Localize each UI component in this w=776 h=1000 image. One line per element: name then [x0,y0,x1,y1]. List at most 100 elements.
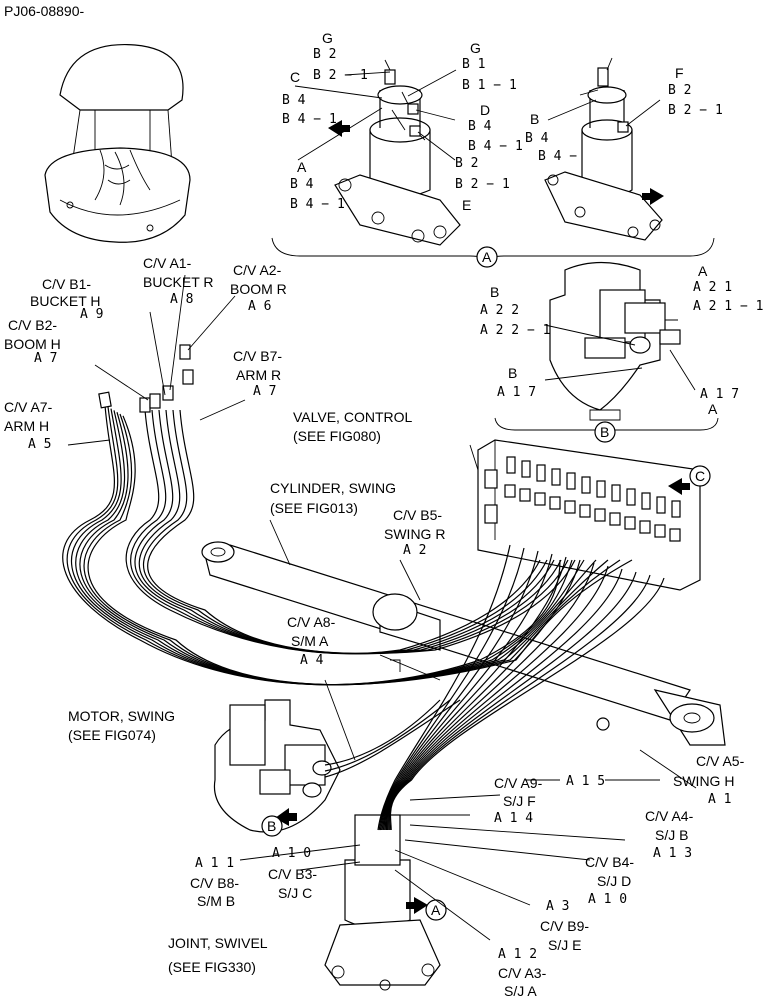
hose [379,550,539,831]
valve-port-fitting [564,500,576,514]
callout-cv-a1: C/V A1- BUCKET R A 8 [143,255,214,307]
swivel-joint [324,814,441,991]
label-b2-1-e: B 2 − 1 [455,177,510,192]
label-b4-1-d: B 4 − 1 [468,139,523,154]
label-a22: A 2 2 [480,303,519,318]
valve-spool-cap [611,484,621,502]
svg-text:CYLINDER, SWING: CYLINDER, SWING [270,480,396,496]
svg-text:C/V A9-: C/V A9- [494,775,543,791]
hose [130,409,548,655]
svg-text:S/J E: S/J E [548,937,581,953]
label-b4-1-c: B 4 − 1 [282,112,337,127]
svg-text:(SEE FIG013): (SEE FIG013) [270,500,358,516]
callout-cv-a9: C/V A9- A 1 5 S/J F A 1 4 [494,774,605,826]
hose [324,699,461,778]
svg-text:C/V A5-: C/V A5- [696,753,745,769]
valve-spool-cap [506,456,516,474]
hose [389,577,665,831]
valve-port-fitting [519,488,531,502]
label-b-low: B [508,365,517,381]
label-b4-1-a: B 4 − 1 [290,197,345,212]
note-valve-control: VALVE, CONTROL (SEE FIG080) [293,409,413,444]
svg-text:A 1 3: A 1 3 [653,846,692,861]
svg-text:S/J B: S/J B [655,827,688,843]
valve-spool-cap [641,492,651,510]
callout-cv-a8: C/V A8- S/M A A 4 [287,614,336,668]
label-b2: B 2 [313,47,336,62]
valve-port-fitting [579,504,591,518]
svg-text:S/J D: S/J D [597,873,631,889]
label-f: F [675,65,684,81]
svg-text:(SEE FIG330): (SEE FIG330) [168,959,256,975]
circle-a-main: A [425,899,447,921]
label-d: D [480,102,490,118]
svg-text:C/V A7-: C/V A7- [4,399,53,415]
callout-cv-b1: C/V B1- BUCKET H A 9 [30,276,103,322]
hose [389,574,651,831]
label-a17-left: A 1 7 [497,385,536,400]
svg-text:S/J C: S/J C [278,885,312,901]
valve-spool-cap [566,472,576,490]
callout-cv-a4: C/V A4- S/J B A 1 3 [645,808,694,861]
circle-a-detail: A [476,246,498,268]
svg-text:A 1 2: A 1 2 [498,947,537,962]
svg-text:A 1 5: A 1 5 [566,774,605,789]
hose [62,404,561,686]
hose [378,547,525,831]
label-a22-1: A 2 2 − 1 [480,323,550,338]
label-a: A [297,159,307,175]
svg-text:S/M B: S/M B [197,893,235,909]
svg-text:C/V B1-: C/V B1- [42,276,91,292]
valve-port-fitting [549,496,561,510]
label-a21: A 2 1 [693,280,732,295]
hose [324,699,441,766]
hose-end-fittings [98,344,194,413]
label-b1-1: B 1 − 1 [462,78,517,93]
label-b4-1-b: B 4 − [538,149,577,164]
label-b4-c: B 4 [282,93,306,108]
svg-text:C/V A8-: C/V A8- [287,614,336,630]
svg-text:C/V B3-: C/V B3- [268,866,317,882]
valve-spool-cap [581,476,591,494]
svg-text:A 7: A 7 [34,351,57,366]
svg-text:B: B [600,424,609,440]
callout-cv-b3: A 1 0 C/V B3- S/J C [268,846,317,901]
valve-port-fitting [654,524,666,538]
label-b-top: B [490,284,499,300]
circle-b-main: B [261,815,283,837]
label-b2-1-f: B 2 − 1 [668,103,723,118]
svg-text:C/V A2-: C/V A2- [233,262,282,278]
svg-text:A 1 0: A 1 0 [588,892,627,907]
svg-text:C/V B9-: C/V B9- [540,918,589,934]
svg-text:C/V B2-: C/V B2- [8,317,57,333]
label-b: B [530,111,539,127]
svg-text:S/J F: S/J F [503,793,536,809]
svg-text:BOOM R: BOOM R [230,281,287,297]
circle-c: C [689,465,711,487]
machine-thumbnail [44,43,191,243]
detail-b-swing-motor [494,261,719,439]
valve-port-fitting [639,520,651,534]
hose [383,559,581,831]
svg-text:BOOM H: BOOM H [4,336,61,352]
svg-text:B: B [267,818,276,834]
label-b4-a: B 4 [290,177,314,192]
note-motor-swing: MOTOR, SWING (SEE FIG074) [68,708,175,743]
svg-text:A 6: A 6 [248,299,271,314]
svg-text:A 2: A 2 [403,543,426,558]
svg-text:A 1 0: A 1 0 [272,846,311,861]
hose [377,544,511,831]
callout-cv-b5: C/V B5- SWING R A 2 [384,507,445,558]
callout-cv-b7: C/V B7- ARM R A 7 [233,348,282,399]
circle-b-detail: B [594,421,616,443]
detail-a-labels: G B 2 B 2 − 1 G B 1 B 1 − 1 C B 4 B 4 − … [282,30,723,213]
valve-port-fitting [609,512,621,526]
label-b2-e: B 2 [455,156,478,171]
label-a21-1: A 2 1 − 1 [693,299,763,314]
hose [66,406,573,686]
label-b1: B 1 [462,57,485,72]
callout-cv-b2: C/V B2- BOOM H A 7 [4,317,61,366]
callout-cv-a7: C/V A7- ARM H A 5 [4,399,53,452]
detail-a-swivel-views [271,57,715,264]
svg-text:S/M A: S/M A [291,633,329,649]
